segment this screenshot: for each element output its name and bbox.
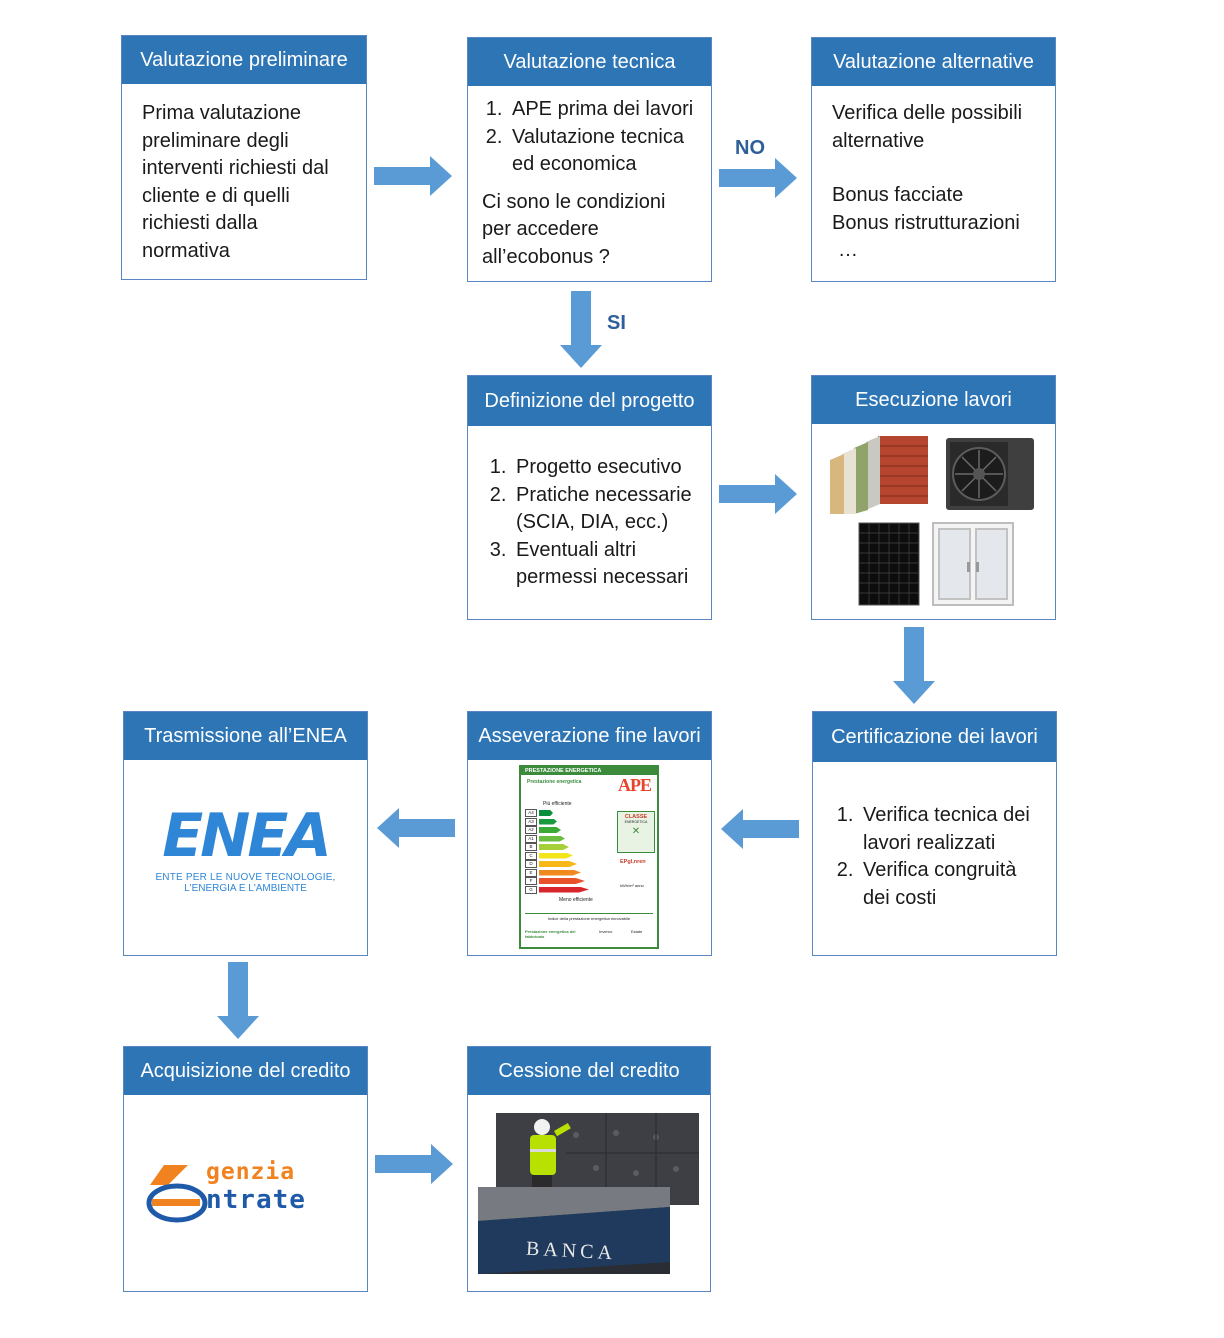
list-item: Progetto esecutivo <box>512 454 693 482</box>
arrow-right-icon <box>719 158 797 198</box>
solar-panel-image <box>858 522 920 606</box>
heat-pump-image <box>946 438 1034 510</box>
ape-footer1: Indice della prestazione energetica rinn… <box>525 913 653 921</box>
agenzia-entrate-logo-mark-icon <box>146 1165 208 1223</box>
box-title: Valutazione alternative <box>812 38 1055 86</box>
agenzia-line2: ntrate <box>206 1185 306 1215</box>
enea-logo-text: ENEA <box>162 801 332 871</box>
box-esecuzione-lavori: Esecuzione lavori <box>811 375 1056 620</box>
box-title: Acquisizione del credito <box>124 1047 367 1095</box>
arrow-down-icon <box>217 962 259 1039</box>
ape-class-label: A3 <box>525 817 537 826</box>
list-item: Verifica congruità dei costi <box>859 857 1036 912</box>
box-title: Valutazione preliminare <box>122 36 366 84</box>
ape-class-label: A1 <box>525 834 537 843</box>
bank-sign-photo-image <box>478 1187 670 1274</box>
ape-class-bars: A4 A3 A2 A1 B C D E F G <box>525 809 615 894</box>
label-si: SI <box>607 312 626 334</box>
box-text: Prima valutazione preliminare degli inte… <box>142 102 329 262</box>
box-valutazione-preliminare: Valutazione preliminare Prima valutazion… <box>121 35 367 280</box>
box-valutazione-alternative: Valutazione alternative Verifica delle p… <box>811 37 1056 282</box>
insulation-layers-image <box>830 436 928 514</box>
box-asseverazione: Asseverazione fine lavori PRESTAZIONE EN… <box>467 711 712 956</box>
ape-class-label: C <box>525 851 537 860</box>
box-definizione-progetto: Definizione del progetto Progetto esecut… <box>467 375 712 620</box>
list-item: Verifica tecnica dei lavori realizzati <box>859 802 1036 857</box>
box-title: Asseverazione fine lavori <box>468 712 711 760</box>
bonus-ristrutturazioni: Bonus ristrutturazioni <box>832 211 1020 234</box>
list-item: Eventuali altri permessi necessari <box>512 537 693 592</box>
arrow-down-icon <box>893 627 935 704</box>
ape-class-label: E <box>525 868 537 877</box>
ape-class-label: A2 <box>525 826 537 834</box>
ape-inverno: Inverno <box>599 929 613 934</box>
ape-x-mark-icon: ✕ <box>631 826 641 837</box>
ape-class-label: A4 <box>525 809 537 817</box>
ape-ep-label: EPgl,nren <box>620 859 646 865</box>
ape-classe-label: CLASSE <box>624 814 648 820</box>
ape-classe-sub: ENERGETICA <box>624 820 648 824</box>
list-item: Valutazione tecnica ed economica <box>508 124 697 179</box>
agenzia-entrate-logo: genzia ntrate <box>146 1159 356 1229</box>
arrow-right-icon <box>719 474 797 514</box>
ape-class-label: D <box>525 860 537 868</box>
box-valutazione-tecnica: Valutazione tecnica APE prima dei lavori… <box>467 37 712 282</box>
ape-header: PRESTAZIONE ENERGETICA <box>521 767 657 775</box>
box-title: Definizione del progetto <box>468 376 711 426</box>
enea-logo-sub2: L'ENERGIA E L'AMBIENTE <box>184 883 307 894</box>
box-text: Verifica delle possibili alternative <box>832 102 1023 152</box>
arrow-right-icon <box>374 156 452 196</box>
ellipsis: … <box>838 239 858 261</box>
label-no: NO <box>735 137 765 159</box>
ape-class-label: F <box>525 877 537 885</box>
list-item: Pratiche necessarie (SCIA, DIA, ecc.) <box>512 482 693 537</box>
box-trasmissione-enea: Trasmissione all’ENEA ENEA ENTE PER LE N… <box>123 711 368 956</box>
ape-badge: APE <box>618 775 652 795</box>
ape-class-label: G <box>525 885 537 894</box>
arrow-left-icon <box>721 809 799 849</box>
ape-sub: Prestazione energetica <box>527 779 582 785</box>
box-title: Trasmissione all’ENEA <box>124 712 367 760</box>
bonus-facciate: Bonus facciate <box>832 184 964 206</box>
box-title: Cessione del credito <box>468 1047 710 1095</box>
box-title: Certificazione dei lavori <box>813 712 1056 762</box>
box-cessione-credito: Cessione del credito BANCA <box>467 1046 711 1292</box>
ape-less-efficient: Meno efficiente <box>559 897 593 903</box>
arrow-down-icon <box>560 291 602 368</box>
box-acquisizione-credito: Acquisizione del credito genzia ntrate <box>123 1046 368 1292</box>
ape-class-label: B <box>525 843 537 851</box>
agenzia-line1: genzia <box>206 1159 296 1185</box>
arrow-right-icon <box>375 1144 453 1184</box>
enea-logo-sub1: ENTE PER LE NUOVE TECNOLOGIE, <box>155 872 336 883</box>
ape-estate: Estate <box>631 929 643 934</box>
bank-sign-text: BANCA <box>525 1237 617 1265</box>
ape-unit: kWh/m² anno <box>620 883 644 888</box>
ape-footer2: Prestazione energetica del fabbricato <box>525 929 576 939</box>
enea-logo: ENEA ENTE PER LE NUOVE TECNOLOGIE, L'ENE… <box>124 806 367 894</box>
ape-certificate-image: PRESTAZIONE ENERGETICA Prestazione energ… <box>519 765 659 949</box>
list-item: APE prima dei lavori <box>508 96 697 124</box>
box-title: Esecuzione lavori <box>812 376 1055 424</box>
ape-more-efficient: Più efficiente <box>543 801 572 807</box>
box-question: Ci sono le condizioni per accedere all’e… <box>482 190 666 268</box>
box-certificazione-lavori: Certificazione dei lavori Verifica tecni… <box>812 711 1057 956</box>
box-title: Valutazione tecnica <box>468 38 711 86</box>
arrow-left-icon <box>377 808 455 848</box>
window-image <box>932 522 1014 606</box>
ape-classe-panel: CLASSE ENERGETICA ✕ <box>617 811 655 853</box>
